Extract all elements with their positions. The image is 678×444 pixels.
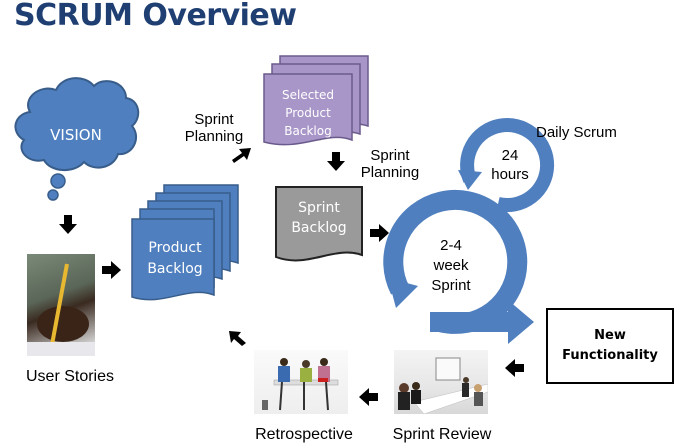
selected-product-backlog-stack: [263, 55, 369, 146]
selected-backlog-line3: Backlog: [284, 124, 332, 138]
daily-scrum-cycle-line2: hours: [491, 166, 529, 183]
sprint-review-image: [394, 350, 488, 414]
sprint-cycle-label: 2-4 week Sprint: [418, 236, 484, 296]
meeting-room-icon: [398, 357, 488, 414]
retrospective-image: [254, 350, 348, 414]
user-stories-image: [27, 254, 95, 356]
selected-backlog-line2: Product: [285, 106, 331, 120]
flow-arrow-stories-to-backlog: [102, 261, 121, 279]
pencil-icon: [27, 263, 95, 356]
sprint-planning-2-line2: Planning: [360, 164, 420, 181]
flow-arrow-backlog-to-sprint: [370, 224, 389, 242]
flow-arrow-functionality-to-review: [505, 359, 524, 377]
sprint-planning-label-1: Sprint Planning: [176, 111, 252, 145]
sprint-planning-2-line1: Sprint: [370, 147, 410, 164]
selected-backlog-line1: Selected: [281, 88, 335, 102]
flow-arrow-retrospective-to-backlog: [229, 331, 246, 346]
daily-scrum-cycle-arrow: [458, 118, 555, 213]
flow-arrow-backlog-to-selected: [232, 148, 251, 163]
selected-product-backlog-label: Selected Product Backlog: [264, 86, 352, 140]
daily-scrum-label: Daily Scrum: [536, 124, 617, 141]
sprint-planning-1-line1: Sprint: [194, 111, 234, 128]
new-functionality-box: New Functionality: [546, 308, 674, 384]
team-table-icon: [262, 358, 339, 411]
retrospective-label: Retrospective: [255, 426, 353, 443]
new-functionality-line2: Functionality: [562, 348, 658, 363]
vision-label: VISION: [50, 126, 102, 144]
sprint-planning-label-2: Sprint Planning: [354, 147, 426, 181]
sprint-review-label: Sprint Review: [392, 426, 492, 443]
product-backlog-label-line2: Backlog: [147, 261, 203, 277]
daily-scrum-cycle-label: 24 hours: [480, 146, 540, 184]
sprint-planning-1-line2: Planning: [184, 128, 244, 145]
sprint-cycle-line2: week: [433, 257, 469, 274]
sprint-cycle-arrow: [383, 189, 534, 344]
sprint-backlog-line1: Sprint: [298, 200, 340, 216]
flow-arrow-review-to-retrospective: [359, 388, 378, 406]
product-backlog-stack: [131, 184, 239, 301]
new-functionality-line1: New: [594, 328, 626, 343]
flow-arrow-vision-to-stories: [59, 215, 77, 234]
sprint-backlog-label: Sprint Backlog: [276, 198, 362, 238]
vision-cloud: [14, 77, 140, 201]
product-backlog-label: Product Backlog: [134, 238, 216, 280]
daily-scrum-cycle-line1: 24: [501, 147, 519, 164]
product-backlog-label-line1: Product: [148, 240, 202, 256]
sprint-backlog-document: [275, 186, 363, 262]
page-title: SCRUM Overview: [14, 0, 297, 33]
sprint-cycle-line3: Sprint: [431, 277, 471, 294]
sprint-backlog-line2: Backlog: [291, 220, 347, 236]
flow-arrow-selected-to-sprint-backlog: [327, 152, 345, 171]
user-stories-label: User Stories: [25, 368, 115, 385]
sprint-cycle-line1: 2-4: [440, 237, 462, 254]
